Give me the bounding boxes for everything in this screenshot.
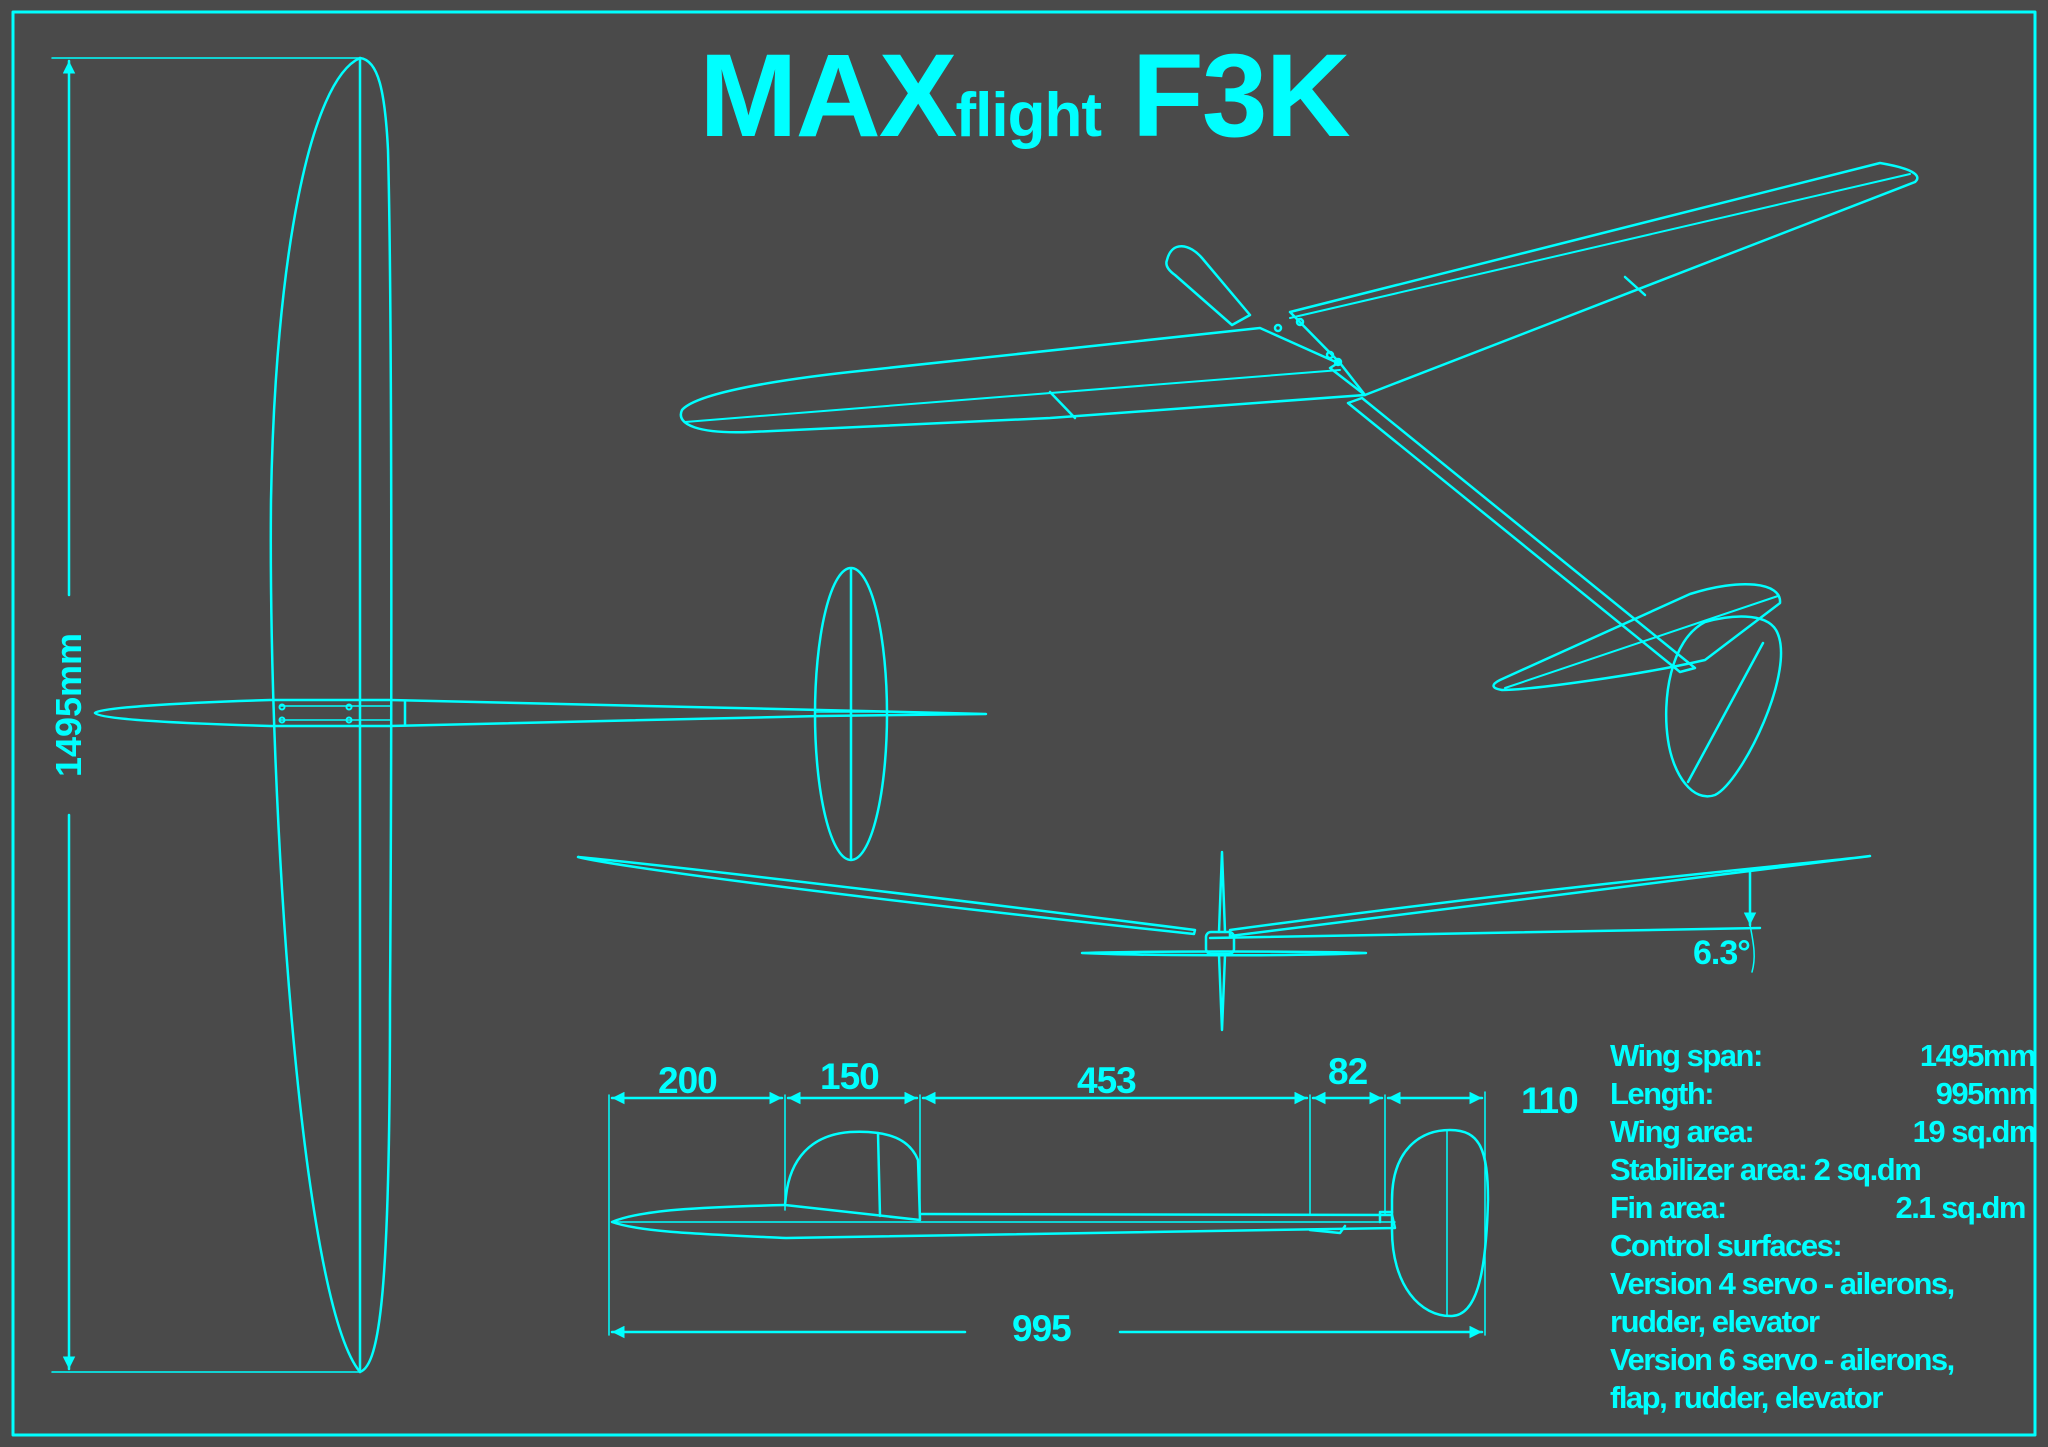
spec-value: 995mm	[1935, 1076, 2037, 1111]
spec-label: Wing span:	[1610, 1038, 1763, 1073]
spec-label: Version 6 servo - ailerons,	[1610, 1342, 1955, 1377]
dim-453: 453	[1077, 1060, 1137, 1101]
spec-row: Stabilizer area: 2 sq.dm	[1610, 1152, 2035, 1190]
spec-row: Control surfaces:	[1610, 1228, 2035, 1266]
dim-length: 995	[1012, 1308, 1072, 1349]
top-view	[51, 56, 988, 1374]
title-sub: flight	[955, 81, 1102, 150]
spec-label: flap, rudder, elevator	[1610, 1380, 1883, 1415]
dim-150: 150	[820, 1056, 880, 1097]
spec-label: Length:	[1610, 1076, 1715, 1111]
title-model: F3K	[1131, 30, 1351, 162]
spec-row: Version 4 servo - ailerons,	[1610, 1266, 2035, 1304]
spec-label: rudder, elevator	[1610, 1304, 1820, 1339]
spec-label: Wing area:	[1610, 1114, 1755, 1149]
sheet-border	[11, 10, 2037, 1437]
specifications-list: Wing span: 1495mm Length: 995mm Wing area:…	[1610, 1038, 2037, 1418]
drawing-title: MAXflight F3K	[0, 26, 2048, 168]
title-main: MAX	[699, 30, 957, 162]
side-view	[608, 1091, 1490, 1339]
spec-label: Stabilizer area: 2 sq.dm	[1610, 1152, 1922, 1187]
spec-label: Version 4 servo - ailerons,	[1610, 1266, 1955, 1301]
spec-value: 19 sq.dm	[1912, 1114, 2037, 1149]
spec-row: Version 6 servo - ailerons,	[1610, 1342, 2035, 1380]
front-view	[576, 850, 1872, 1032]
spec-row: Fin area: 2.1 sq.dm	[1610, 1190, 2035, 1228]
spec-label: Fin area:	[1610, 1190, 1727, 1225]
dim-200: 200	[658, 1060, 718, 1101]
spec-label: Control surfaces:	[1610, 1228, 1843, 1263]
spec-row: flap, rudder, elevator	[1610, 1380, 2035, 1418]
perspective-view	[679, 161, 1919, 798]
dim-110: 110	[1521, 1080, 1579, 1121]
spec-row: rudder, elevator	[1610, 1304, 2035, 1342]
spec-value: 2.1 sq.dm	[1895, 1190, 2027, 1225]
spec-value: 1495mm	[1919, 1038, 2037, 1073]
spec-row: Wing span: 1495mm	[1610, 1038, 2037, 1076]
dihedral-angle: 6.3°	[1693, 934, 1751, 972]
span-dimension-label: 1495mm	[48, 632, 89, 778]
spec-row: Length: 995mm	[1610, 1076, 2037, 1114]
spec-row: Wing area: 19 sq.dm	[1610, 1114, 2037, 1152]
dim-82: 82	[1328, 1051, 1368, 1092]
